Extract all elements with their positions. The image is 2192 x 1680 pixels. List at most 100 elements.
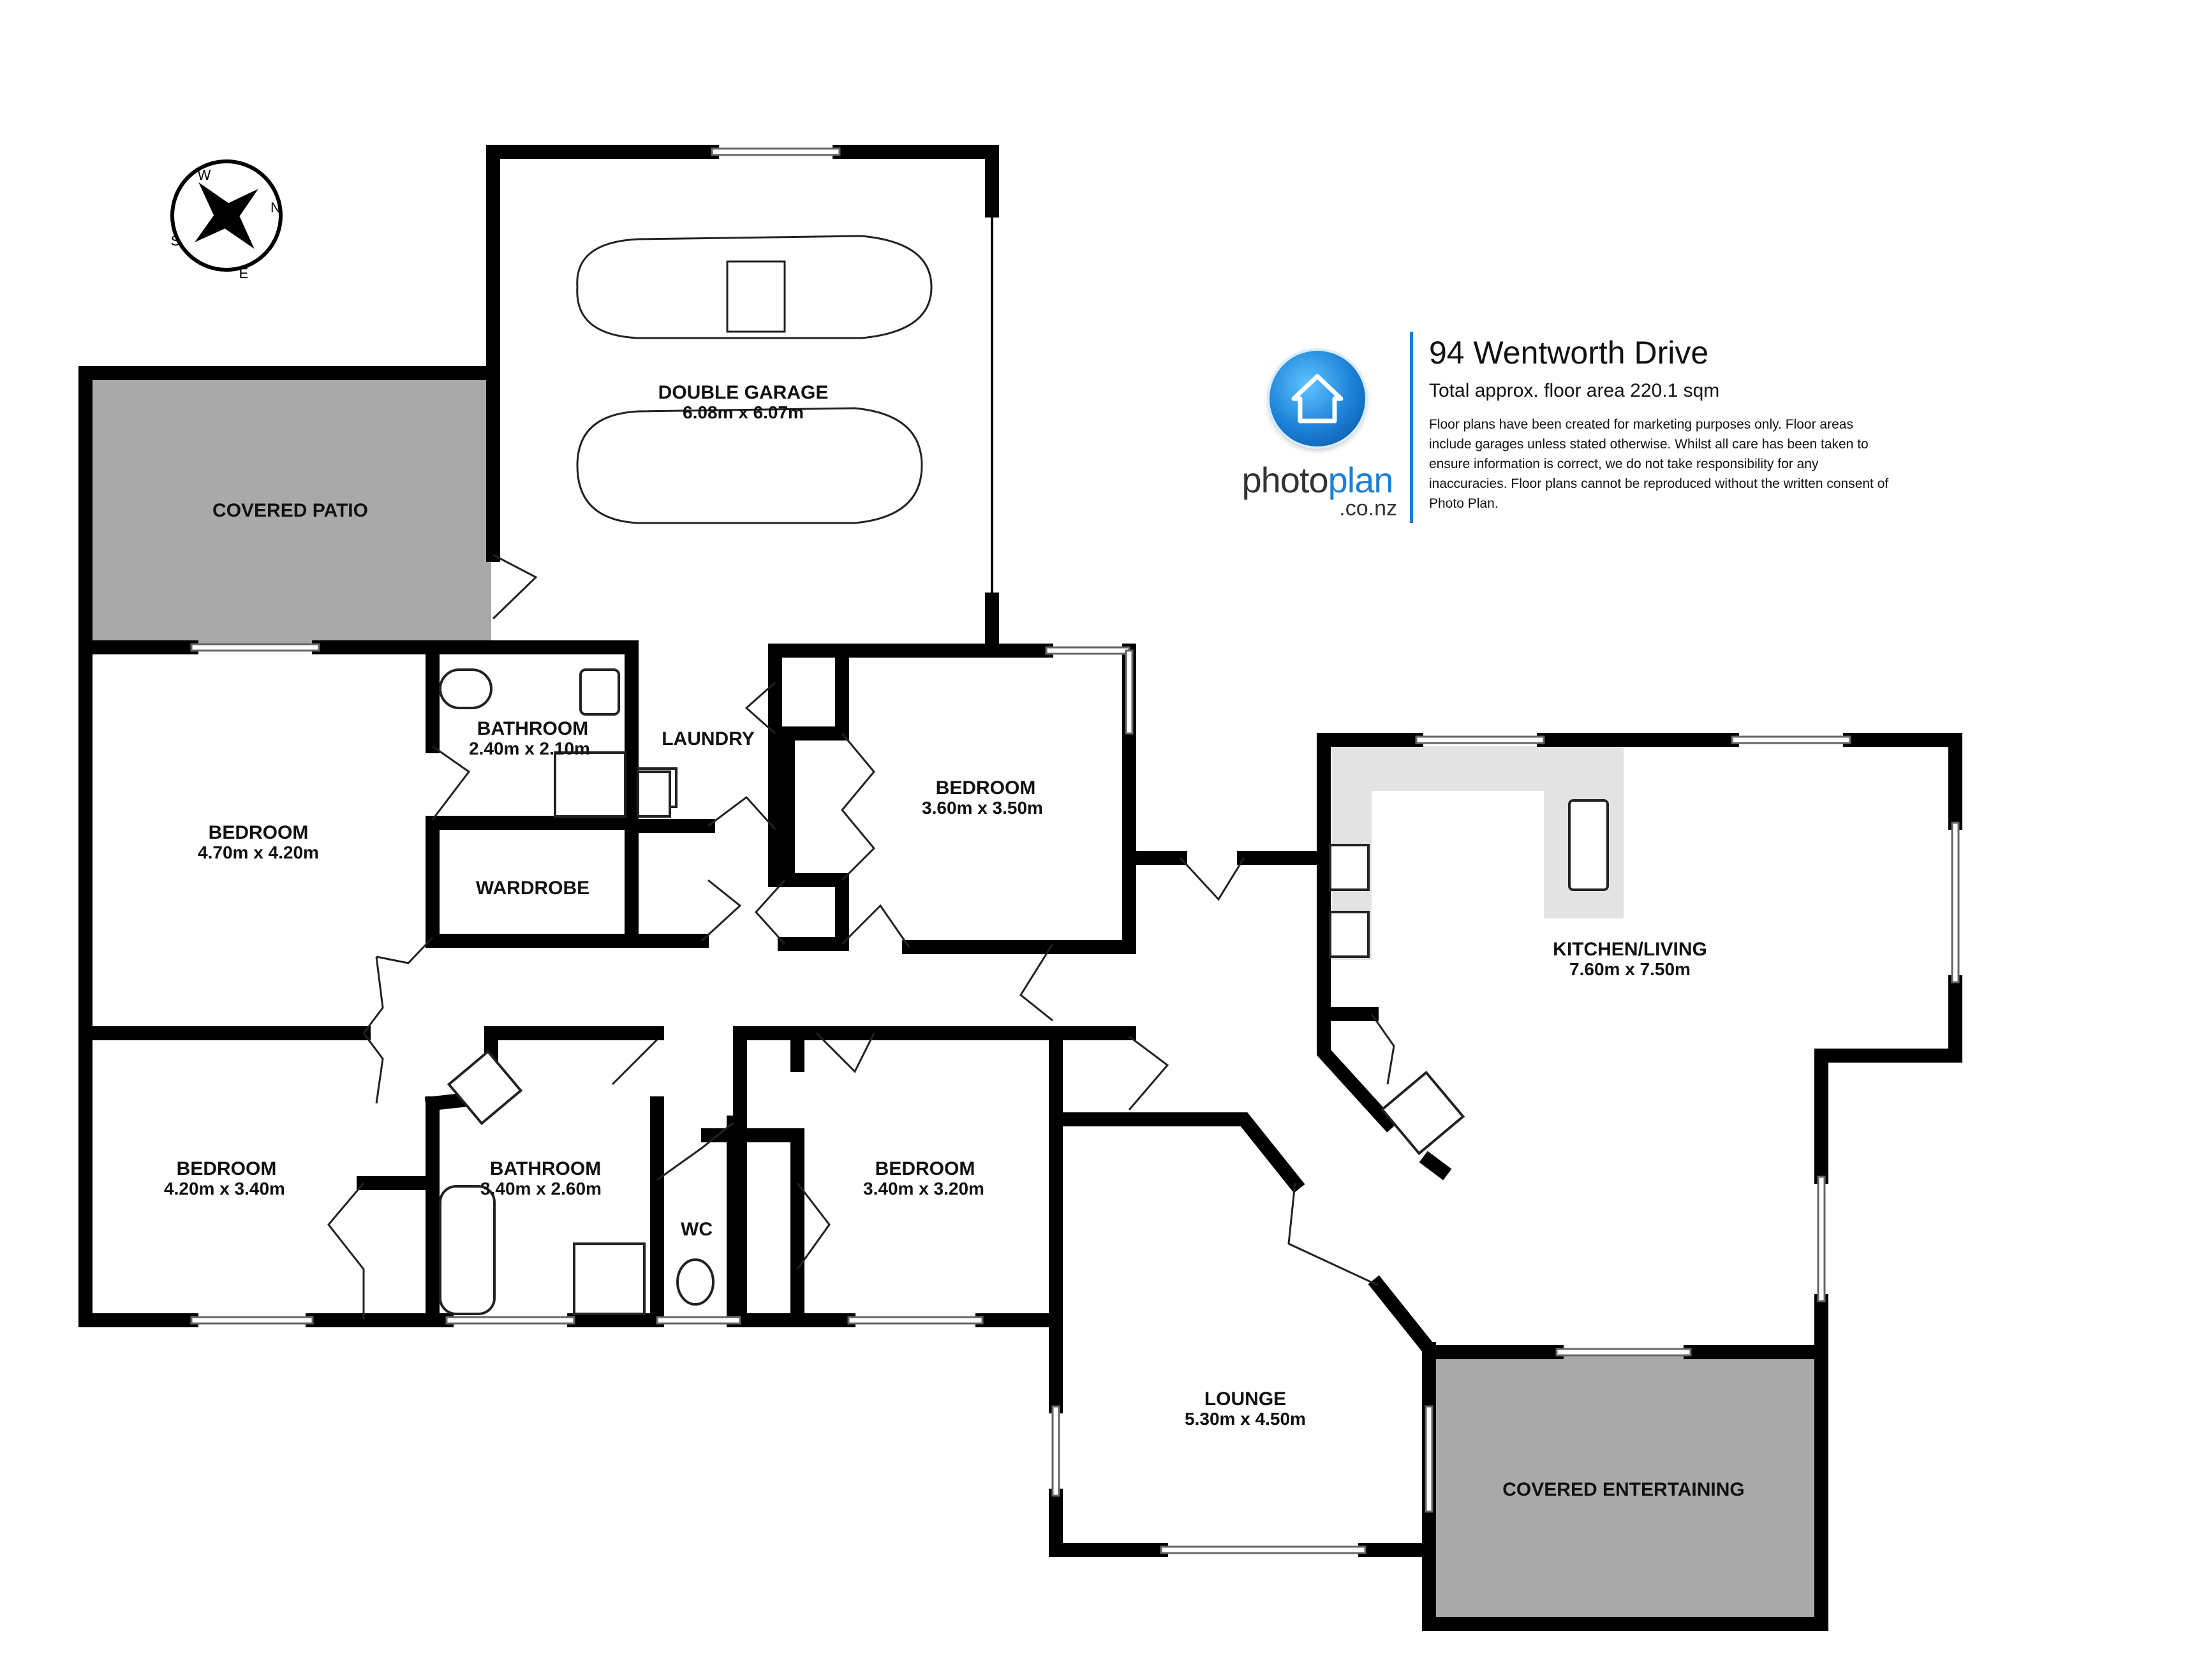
logo-wordmark: photoplan	[1238, 459, 1397, 501]
slider-kitchen-entertaining	[1555, 1348, 1692, 1357]
label-wc: WC	[681, 1219, 713, 1240]
window-bedroom2	[1045, 646, 1130, 655]
garage-cars	[576, 235, 933, 524]
label-wardrobe: WARDROBE	[476, 878, 589, 899]
windows	[190, 147, 1960, 1554]
compass-s: S	[171, 233, 181, 249]
window-kitchen2	[1731, 735, 1851, 744]
label-bedroom3: BEDROOM	[177, 1158, 277, 1179]
car-top-roof	[726, 260, 786, 333]
label-patio: COVERED PATIO	[212, 500, 368, 521]
bath-tub	[439, 1185, 496, 1315]
door-lounge	[1128, 1035, 1169, 1110]
shower-bath1	[554, 751, 626, 818]
oven	[1329, 911, 1370, 958]
doors	[327, 554, 1395, 1320]
covered-patio-area	[85, 373, 491, 647]
logo-domain: .co.nz	[1339, 496, 1397, 520]
window-garage	[711, 147, 841, 156]
door-bedroom3-wardrobe	[327, 1183, 365, 1320]
door-laundry1	[707, 795, 776, 830]
door-bedroom4-wardrobe	[796, 1183, 831, 1270]
dims-bedroom2: 3.60m x 3.50m	[922, 798, 1043, 818]
door-cupboard2	[754, 879, 786, 945]
total-floor-area: Total approx. floor area 220.1 sqm	[1429, 380, 1720, 401]
toilet-wc	[676, 1258, 715, 1306]
room-labels: DOUBLE GARAGE 6.08m x 6.07m COVERED PATI…	[164, 382, 1745, 1500]
window-bedroom4	[847, 1316, 984, 1325]
label-kitchen: KITCHEN/LIVING	[1553, 939, 1707, 960]
sink-bath2	[447, 1049, 523, 1126]
door-laundry2	[700, 879, 742, 942]
fridge	[1380, 1070, 1465, 1156]
property-address: 94 Wentworth Drive	[1429, 335, 1709, 371]
dims-bathroom1: 2.40m x 2.10m	[469, 739, 590, 758]
compass-n: N	[270, 200, 281, 216]
car-bottom	[576, 407, 923, 524]
label-laundry: LAUNDRY	[662, 728, 755, 749]
label-bedroom2: BEDROOM	[936, 777, 1036, 799]
door-bath1	[431, 745, 471, 820]
window-kitchen3	[1951, 822, 1960, 984]
door-cupboard1	[744, 681, 776, 735]
dims-bedroom4: 3.40m x 3.20m	[863, 1179, 984, 1198]
door-bedroom1b	[362, 956, 384, 1034]
kitchen-sink	[1568, 799, 1609, 891]
label-lounge: LOUNGE	[1204, 1389, 1286, 1410]
photoplan-logo	[1270, 351, 1365, 446]
window-bathroom2	[445, 1316, 575, 1325]
house-icon	[1291, 374, 1344, 424]
covered-entertaining-area	[1426, 1352, 1814, 1621]
dims-garage: 6.08m x 6.07m	[683, 402, 804, 422]
door-pantry	[1370, 1013, 1395, 1085]
door-garage	[492, 554, 538, 620]
compass: W N E S	[170, 159, 283, 281]
label-entertaining: COVERED ENTERTAINING	[1502, 1479, 1744, 1500]
window-lounge-bottom	[1160, 1545, 1366, 1554]
door-bedroom3	[362, 1033, 384, 1104]
cooktop	[1329, 844, 1370, 891]
door-bedroom4	[815, 1032, 875, 1073]
label-bedroom1: BEDROOM	[209, 822, 309, 843]
window-bedroom3	[190, 1316, 314, 1325]
door-lounge-kitchen	[1287, 1183, 1379, 1286]
window-bedroom2-side	[1125, 649, 1134, 735]
dims-kitchen: 7.60m x 7.50m	[1569, 959, 1691, 979]
compass-e: E	[239, 265, 249, 281]
walls	[78, 145, 1962, 1631]
sink-bath1	[579, 668, 620, 716]
door-bedroom2-wardrobe	[841, 733, 876, 881]
dims-bedroom1: 4.70m x 4.20m	[198, 843, 319, 862]
disclaimer-text: Floor plans have been created for market…	[1429, 417, 1889, 512]
door-wc	[656, 1121, 734, 1181]
car-top	[576, 235, 933, 339]
door-bathroom2	[611, 1038, 658, 1086]
fixtures	[439, 668, 1609, 1315]
toilet-bath1	[439, 668, 492, 709]
brand-divider	[1410, 332, 1413, 523]
window-kitchen1	[1415, 735, 1545, 744]
door-bedroom1	[376, 936, 434, 964]
slider-patio	[190, 643, 320, 652]
label-garage: DOUBLE GARAGE	[658, 382, 829, 403]
window-wc	[656, 1316, 741, 1325]
window-kitchen4	[1817, 1175, 1826, 1302]
dims-lounge: 5.30m x 4.50m	[1185, 1409, 1306, 1429]
window-lounge-left	[1051, 1405, 1060, 1497]
dims-bedroom3: 4.20m x 3.40m	[164, 1179, 285, 1198]
door-hall	[1019, 943, 1054, 1022]
label-bathroom2: BATHROOM	[490, 1158, 601, 1179]
label-bedroom4: BEDROOM	[875, 1158, 975, 1179]
compass-ring	[170, 159, 283, 272]
window-entertaining	[1425, 1405, 1433, 1513]
shower-bath2	[573, 1242, 646, 1315]
brand-block: photoplan .co.nz 94 Wentworth Drive Tota…	[1238, 332, 1907, 542]
logo-word-plan: plan	[1328, 460, 1394, 500]
dims-bathroom2: 3.40m x 2.60m	[480, 1179, 602, 1198]
compass-star-icon	[195, 182, 258, 249]
door-bedroom2	[841, 904, 910, 948]
kitchen-bench	[1332, 746, 1624, 960]
door-hall-kitchen	[1179, 857, 1245, 901]
logo-word-photo: photo	[1241, 460, 1328, 500]
